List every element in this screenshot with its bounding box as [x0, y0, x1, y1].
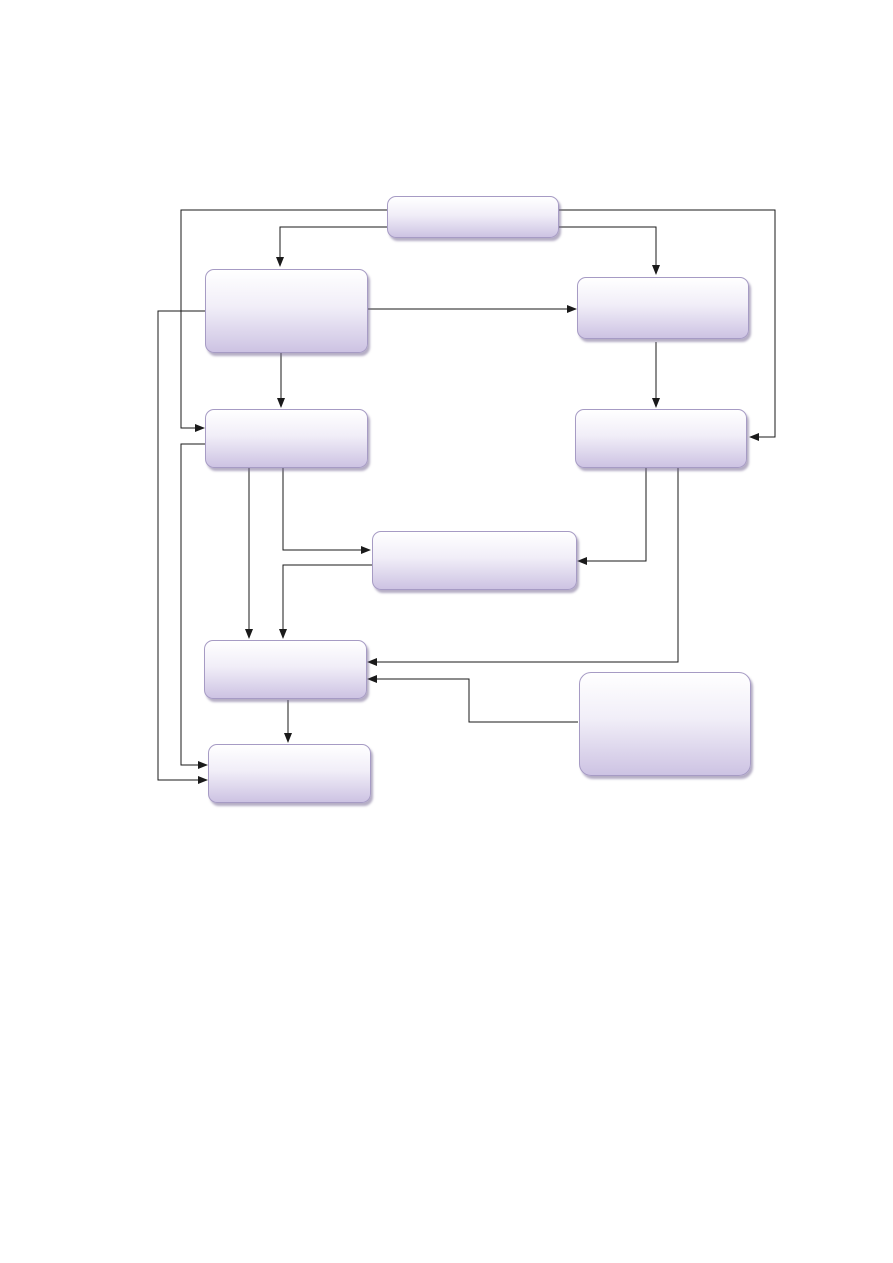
connector-top-to-left-middle	[180, 209, 388, 432]
connector-left-middle-to-bottom	[180, 443, 208, 769]
node-left-upper	[205, 269, 368, 353]
connector-right-middle-to-left-lower	[367, 468, 679, 666]
node-top	[387, 196, 559, 238]
node-right-lower	[579, 672, 751, 776]
node-center	[372, 531, 577, 590]
node-left-lower	[204, 640, 367, 699]
node-right-upper	[577, 277, 749, 339]
connector-top-to-right-middle	[559, 209, 776, 441]
connector-top-to-right-upper	[559, 226, 660, 275]
connector-right-lower-to-left-lower	[367, 675, 578, 723]
node-left-middle	[205, 409, 368, 468]
connector-center-to-left-lower	[279, 564, 372, 639]
connector-top-to-left-upper	[276, 226, 388, 267]
node-right-middle	[575, 409, 747, 468]
connector-left-middle-to-center	[282, 468, 371, 554]
connector-left-upper-to-bottom	[157, 310, 208, 784]
node-bottom	[208, 744, 371, 803]
connector-right-middle-to-center	[577, 468, 647, 565]
